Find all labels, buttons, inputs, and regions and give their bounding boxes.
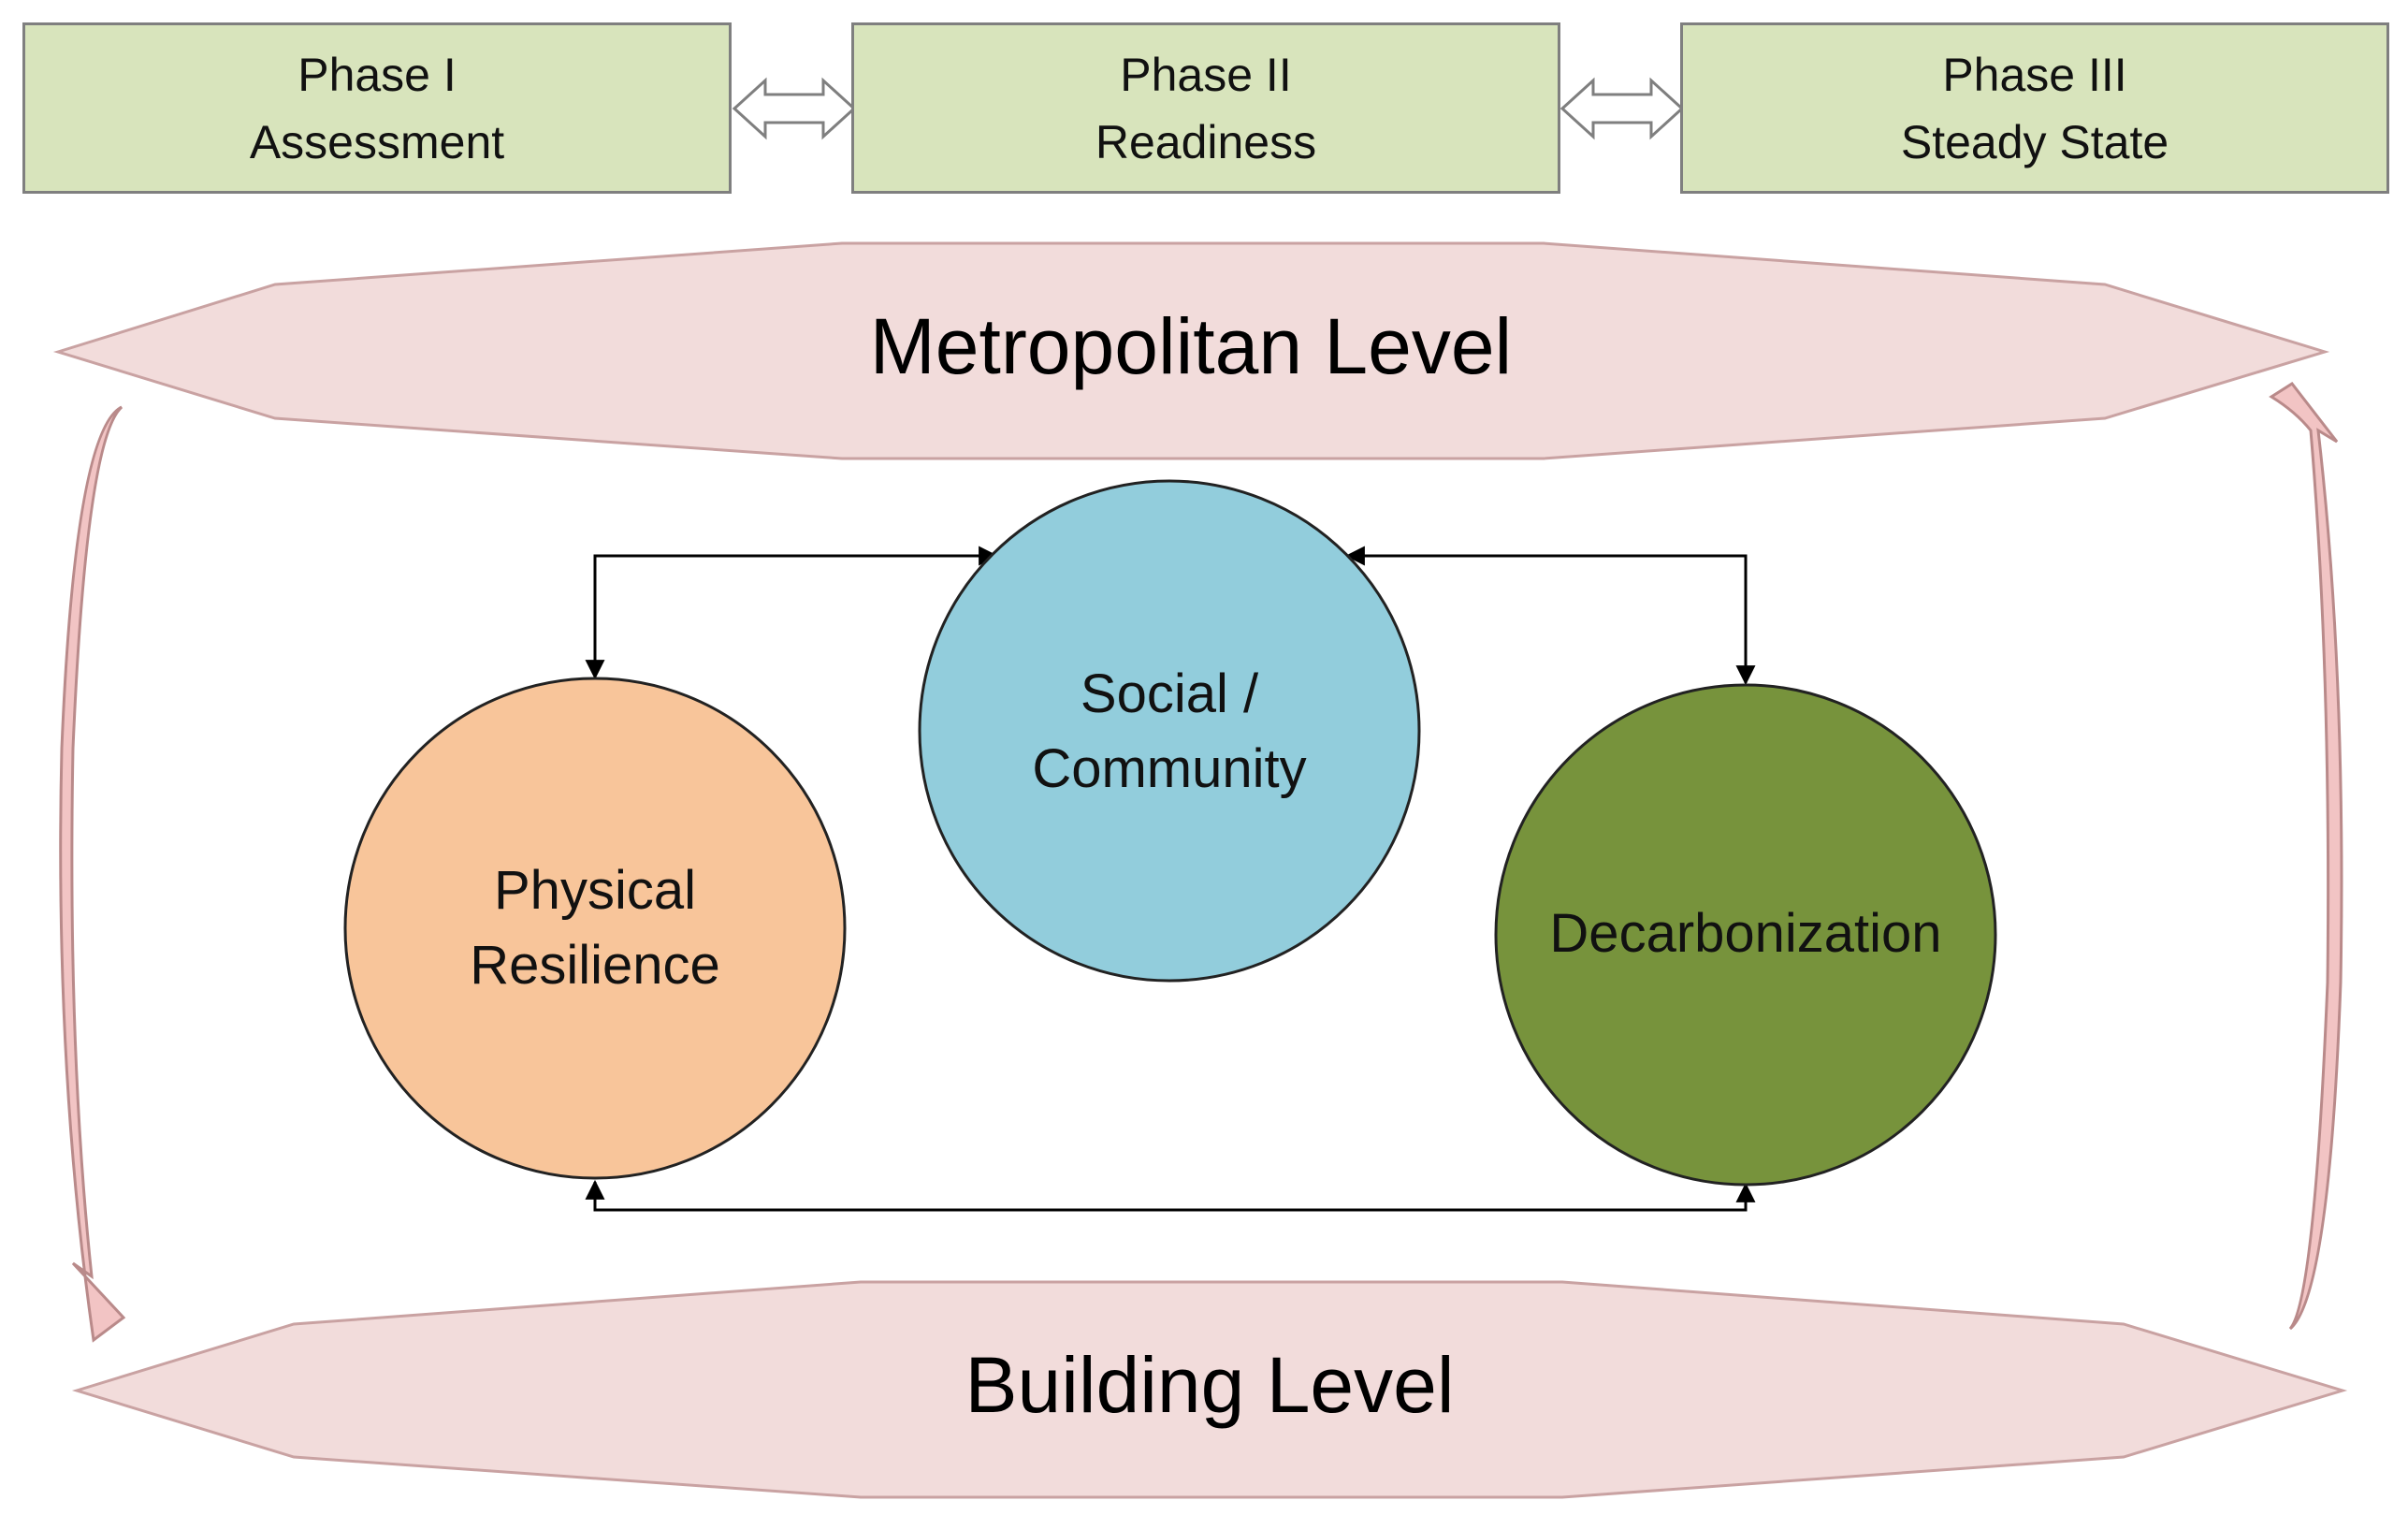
decarbonization-circle: [1494, 683, 1997, 1187]
phase-box-steady-state: Phase III Steady State: [1680, 22, 2389, 194]
phase-name: Phase I: [297, 48, 457, 101]
social-community-circle: [918, 479, 1421, 983]
connector-physical-decarbonization: [585, 1179, 1756, 1212]
left-curved-arrow: [59, 405, 126, 1343]
connector-social-physical: [585, 546, 999, 680]
building-level-label: Building Level: [965, 1341, 1455, 1429]
metropolitan-level-label: Metropolitan Level: [869, 302, 1513, 390]
phase-box-readiness: Phase II Readiness: [851, 22, 1560, 194]
phase-name: Phase III: [1942, 48, 2127, 101]
phase-label: Steady State: [1900, 115, 2169, 168]
connector-social-decarbonization: [1344, 546, 1756, 686]
phase-box-assessment: Phase I Assessment: [22, 22, 732, 194]
phase-double-arrow-2: [1559, 77, 1685, 140]
phase-double-arrow-1: [732, 77, 857, 140]
building-level-banner: [71, 1280, 2348, 1499]
social-community-label: Social / Community: [1032, 663, 1307, 799]
right-curved-arrow: [2269, 382, 2343, 1331]
physical-resilience-circle: [343, 677, 847, 1180]
decarbonization-label: Decarbonization: [1549, 903, 1942, 964]
phase-label: Readiness: [1095, 115, 1317, 168]
physical-resilience-label: Physical Resilience: [470, 860, 720, 996]
metropolitan-level-banner: [52, 241, 2330, 460]
phase-name: Phase II: [1120, 48, 1292, 101]
phase-label: Assessment: [249, 115, 505, 168]
